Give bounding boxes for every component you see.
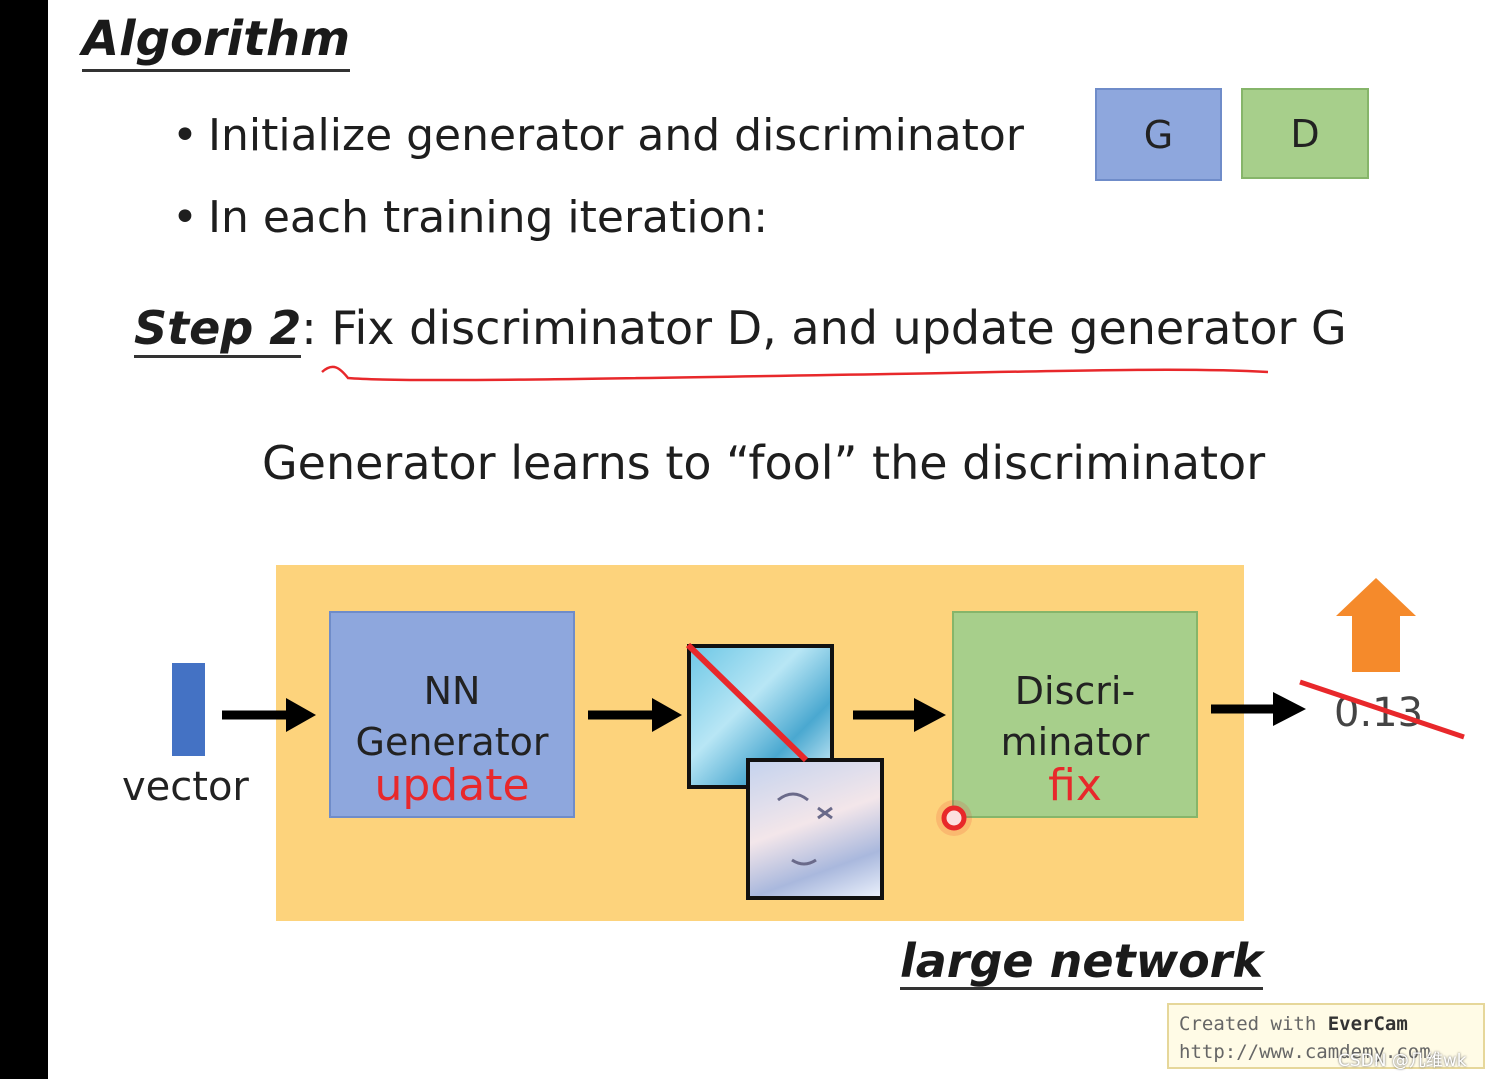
large-network-label: large network — [900, 934, 1263, 990]
watermark-prefix: Created with — [1179, 1013, 1328, 1035]
right-arrow-icon — [588, 698, 682, 732]
right-arrow-icon — [1211, 692, 1306, 726]
bullet-iteration: •In each training iteration: — [172, 192, 769, 243]
bullet-initialize: •Initialize generator and discriminator — [172, 110, 1024, 161]
watermark-url: http://www.camdemy.com — [1179, 1040, 1431, 1063]
step-text: : Fix discriminator D, and update genera… — [301, 301, 1347, 355]
discriminator-box: D — [1241, 88, 1369, 179]
caption: Generator learns to “fool” the discrimin… — [262, 436, 1266, 490]
discriminator-block: Discri- minator fix — [952, 611, 1198, 818]
generator-line-2: Generator — [355, 720, 549, 764]
generator-box: G — [1095, 88, 1222, 181]
input-vector-bar — [172, 663, 205, 756]
step-label: Step 2 — [134, 301, 302, 358]
csdn-credit: CSDN @几维wk — [1338, 1051, 1467, 1071]
watermark-brand: EverCam — [1327, 1013, 1408, 1035]
bullet-text: In each training iteration: — [208, 192, 769, 243]
input-vector-label: vector — [122, 764, 249, 810]
cursor-dot-icon — [941, 805, 967, 831]
nn-generator-block: NN Generator update — [329, 611, 575, 818]
evercam-watermark: Created with EverCam http://www.camdemy.… — [1167, 1003, 1485, 1069]
anime-face-sketch — [777, 792, 833, 866]
bullet-text: Initialize generator and discriminator — [208, 110, 1024, 161]
discriminator-line-1: Discri- — [1014, 669, 1136, 713]
slide-heading: Algorithm — [82, 11, 351, 73]
score-strike-line — [1299, 679, 1465, 740]
generator-line-1: NN — [423, 669, 481, 713]
right-arrow-icon — [853, 698, 946, 732]
right-arrow-icon — [222, 698, 316, 732]
slide: Algorithm •Initialize generator and disc… — [48, 0, 1485, 1079]
red-underline-stroke — [321, 365, 1269, 382]
up-arrow-icon — [1336, 578, 1416, 672]
generator-update-annotation: update — [374, 759, 530, 811]
discriminator-line-2: minator — [1000, 720, 1150, 764]
diagram-overlay — [222, 365, 1465, 866]
image-strike-line — [685, 642, 809, 763]
generated-image-anime-face — [746, 758, 884, 900]
step-line: Step 2: Fix discriminator D, and update … — [134, 301, 1347, 358]
discriminator-fix-annotation: fix — [1048, 759, 1102, 811]
